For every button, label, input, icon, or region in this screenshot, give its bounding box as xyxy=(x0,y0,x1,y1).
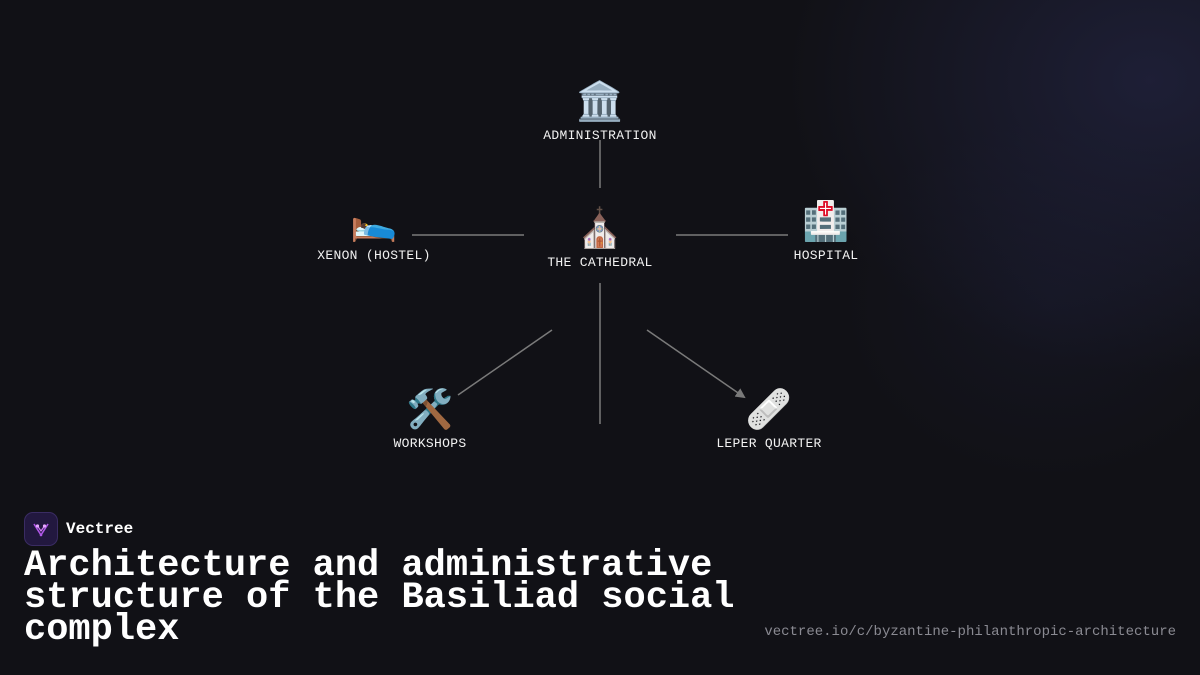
hammer-and-wrench-icon: 🛠️ xyxy=(406,387,454,431)
hospital-icon: 🏥 xyxy=(802,199,850,243)
node-xenon-hostel[interactable]: 🛌 XENON (HOSTEL) xyxy=(274,198,474,263)
source-url-link[interactable]: vectree.io/c/byzantine-philanthropic-arc… xyxy=(764,624,1176,640)
vectree-logo-icon xyxy=(24,512,58,546)
node-cathedral[interactable]: ⛪ THE CATHEDRAL xyxy=(500,205,700,270)
edge-cathedral-workshops xyxy=(457,329,553,396)
node-label-xenon-hostel: XENON (HOSTEL) xyxy=(317,248,431,263)
brand[interactable]: Vectree xyxy=(24,512,133,546)
classical-building-icon: 🏛️ xyxy=(576,79,624,123)
node-leper-quarter[interactable]: 🩹 LEPER QUARTER xyxy=(669,386,869,451)
node-hospital[interactable]: 🏥 HOSPITAL xyxy=(726,198,926,263)
adhesive-bandage-icon: 🩹 xyxy=(745,387,793,431)
edge-cathedral-leper xyxy=(646,329,746,399)
node-label-workshops: WORKSHOPS xyxy=(393,436,467,451)
church-icon: ⛪ xyxy=(576,206,624,250)
node-label-cathedral: THE CATHEDRAL xyxy=(547,255,653,270)
node-workshops[interactable]: 🛠️ WORKSHOPS xyxy=(330,386,530,451)
node-administration[interactable]: 🏛️ ADMINISTRATION xyxy=(500,78,700,143)
page-title: Architecture and administrative structur… xyxy=(24,545,735,651)
node-label-administration: ADMINISTRATION xyxy=(543,128,657,143)
node-label-hospital: HOSPITAL xyxy=(793,248,859,263)
person-in-bed-icon: 🛌 xyxy=(350,199,398,243)
brand-name: Vectree xyxy=(66,520,134,538)
node-label-leper-quarter: LEPER QUARTER xyxy=(716,436,822,451)
